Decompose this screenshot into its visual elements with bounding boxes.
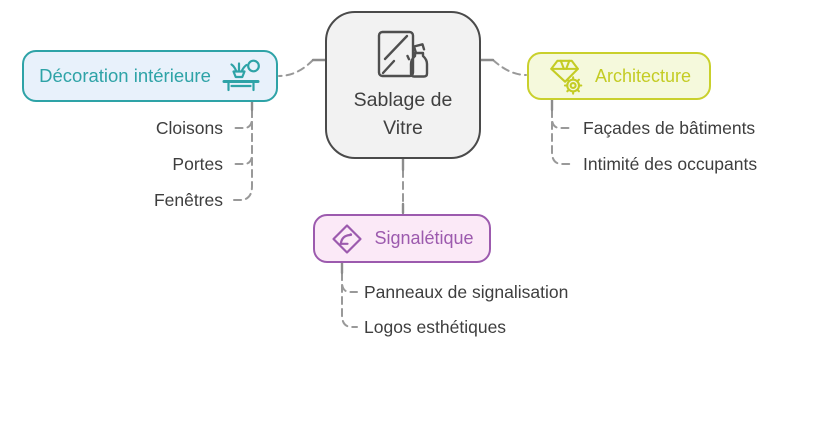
connector-facades — [551, 109, 571, 129]
leaf-fenetres[interactable]: Fenêtres — [153, 190, 223, 210]
central-node-label: Sablage de Vitre — [353, 89, 453, 139]
leaf-logos-esthetiques[interactable]: Logos esthétiques — [364, 317, 507, 337]
gem-gear-icon — [547, 56, 585, 96]
connector-center-architecture — [492, 59, 527, 76]
connector-logos — [341, 272, 358, 328]
leaf-panneaux-de-signalisation[interactable]: Panneaux de signalisation — [364, 282, 569, 302]
connector-portes — [233, 109, 253, 165]
branch-node-architecture[interactable]: Architecture — [527, 52, 711, 100]
connector-panneaux — [341, 272, 358, 293]
branch-node-signaletique[interactable]: Signalétique — [313, 214, 491, 263]
connector-intimite — [551, 109, 571, 165]
interior-decor-icon — [221, 59, 261, 93]
leaf-portes[interactable]: Portes — [172, 154, 223, 174]
connector-cloisons — [233, 109, 253, 129]
leaf-facades-de-batiments[interactable]: Façades de bâtiments — [583, 118, 756, 138]
branch-label-signaletique: Signalétique — [374, 228, 474, 248]
branch-label-decoration: Décoration intérieure — [39, 65, 211, 86]
road-sign-icon — [330, 222, 364, 256]
branch-node-decoration[interactable]: Décoration intérieure — [22, 50, 278, 102]
connector-fenetres — [233, 109, 253, 201]
window-cleaning-icon — [374, 28, 432, 84]
central-node[interactable]: Sablage de Vitre — [325, 11, 481, 159]
leaf-intimite-des-occupants[interactable]: Intimité des occupants — [583, 154, 758, 174]
branch-label-architecture: Architecture — [594, 65, 692, 86]
leaf-cloisons[interactable]: Cloisons — [155, 118, 223, 138]
connector-center-decoration — [278, 59, 314, 77]
